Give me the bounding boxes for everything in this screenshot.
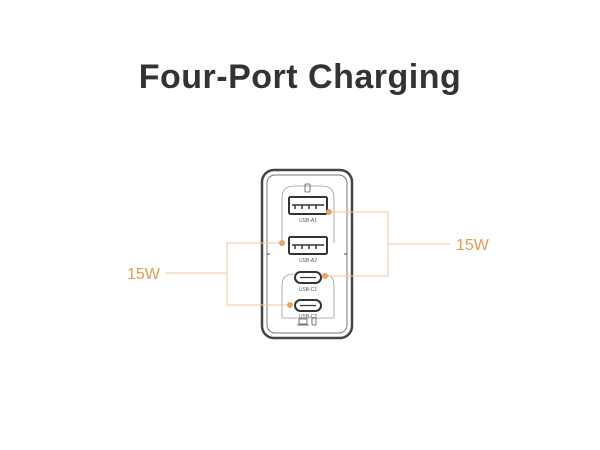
usb-c1-dot [322,273,328,279]
usb-a1-label: USB-A1 [299,218,317,224]
usb-a1-port [288,196,328,215]
usb-a1-dot [326,209,332,215]
charger-body [260,168,354,340]
usb-c1-port [294,271,322,284]
left-callout-lines [165,242,290,306]
phone-icon-top [304,183,311,193]
phone-icon-bottom [311,317,317,326]
usb-c2-label: USB-C2 [299,314,318,320]
usb-a2-port [288,236,328,255]
usb-c2-port [294,299,322,312]
usb-c2-dot [287,302,293,308]
laptop-icon [297,318,309,326]
right-power-label: 15W [456,237,490,254]
right-callout-lines [325,211,450,277]
page-title: Four-Port Charging [138,58,462,96]
usb-c1-label: USB-C1 [299,287,318,293]
left-power-label: 15W [127,266,161,283]
usb-a2-label: USB-A2 [299,258,317,264]
usb-a2-dot [279,240,285,246]
